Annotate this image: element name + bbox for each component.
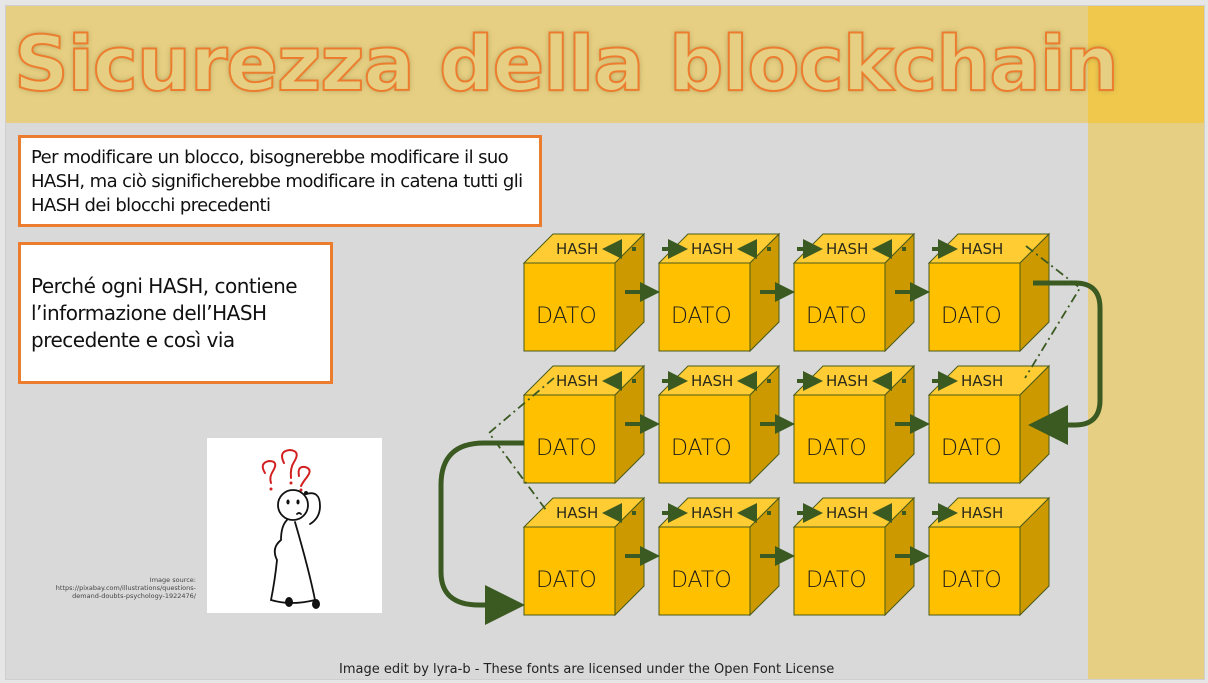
data-label: DATO xyxy=(536,436,597,461)
cube-front-face xyxy=(793,526,886,616)
hash-label: HASH xyxy=(556,372,598,390)
hash-wrap-dashed-right xyxy=(1024,245,1082,379)
hash-label: HASH xyxy=(826,504,868,522)
right-accent-strip xyxy=(1088,123,1204,679)
hash-link-dot xyxy=(767,379,771,383)
data-label: DATO xyxy=(941,568,1002,593)
slide-title: Sicurezza della blockchain xyxy=(13,18,1120,109)
data-label: DATO xyxy=(941,436,1002,461)
hash-label: HASH xyxy=(826,240,868,258)
hash-link-dot xyxy=(632,379,636,383)
hash-label: HASH xyxy=(556,504,598,522)
footer-license-note: Image edit by lyra-b - These fonts are l… xyxy=(339,662,835,677)
hash-label: HASH xyxy=(556,240,598,258)
cube-front-face xyxy=(793,262,886,352)
corner-accent-block xyxy=(1088,6,1204,123)
hash-label: HASH xyxy=(961,372,1003,390)
row-wrap-arrow-right xyxy=(1028,280,1103,445)
data-label: DATO xyxy=(536,568,597,593)
confused-person-icon xyxy=(261,448,321,609)
block-cube: HASH DATO xyxy=(927,364,1051,485)
explanation-text-hash-chain: Perché ogni HASH, contiene l’informazion… xyxy=(31,274,298,352)
hash-link-dot xyxy=(902,379,906,383)
blockchain-diagram: HASH DATO HASH DATO HASH DATO HASH DATO HASH DATO… xyxy=(438,232,1103,625)
hash-label: HASH xyxy=(691,504,733,522)
block-cube: HASH DATO xyxy=(927,232,1051,353)
cube-front-face xyxy=(523,394,616,484)
explanation-box-hash-chain: Perché ogni HASH, contiene l’informazion… xyxy=(18,242,333,384)
hash-link-dot xyxy=(767,511,771,515)
data-label: DATO xyxy=(941,304,1002,329)
cube-front-face xyxy=(928,526,1021,616)
hash-link-dot xyxy=(632,511,636,515)
cube-front-face xyxy=(928,262,1021,352)
hash-label: HASH xyxy=(826,372,868,390)
hash-label: HASH xyxy=(961,240,1003,258)
cube-front-face xyxy=(523,262,616,352)
cube-front-face xyxy=(523,526,616,616)
hash-link-dot xyxy=(902,247,906,251)
data-label: DATO xyxy=(806,568,867,593)
data-label: DATO xyxy=(671,436,732,461)
image-source-credit: Image source: https://pixabay.com/illust… xyxy=(55,576,196,600)
confused-person-illustration xyxy=(207,438,382,613)
cube-front-face xyxy=(658,394,751,484)
slide: Sicurezza della blockchain Per modificar… xyxy=(5,5,1205,680)
hash-label: HASH xyxy=(691,372,733,390)
data-label: DATO xyxy=(806,304,867,329)
explanation-text-modify: Per modificare un blocco, bisognerebbe m… xyxy=(31,147,523,216)
data-label: DATO xyxy=(671,304,732,329)
hash-link-dot xyxy=(767,247,771,251)
header-band xyxy=(6,6,1088,123)
explanation-box-modify: Per modificare un blocco, bisognerebbe m… xyxy=(18,135,542,227)
block-cube: HASH DATO xyxy=(927,496,1051,617)
hash-label: HASH xyxy=(691,240,733,258)
hash-link-dot xyxy=(632,247,636,251)
row-wrap-arrow-left xyxy=(438,440,525,625)
cube-front-face xyxy=(793,394,886,484)
cube-front-face xyxy=(658,526,751,616)
block-cube: HASH DATO xyxy=(657,364,781,485)
hash-label: HASH xyxy=(961,504,1003,522)
data-label: DATO xyxy=(536,304,597,329)
data-label: DATO xyxy=(671,568,732,593)
hash-link-dot xyxy=(902,511,906,515)
cube-front-face xyxy=(928,394,1021,484)
chain-links xyxy=(438,239,1103,625)
cube-front-face xyxy=(658,262,751,352)
data-label: DATO xyxy=(806,436,867,461)
